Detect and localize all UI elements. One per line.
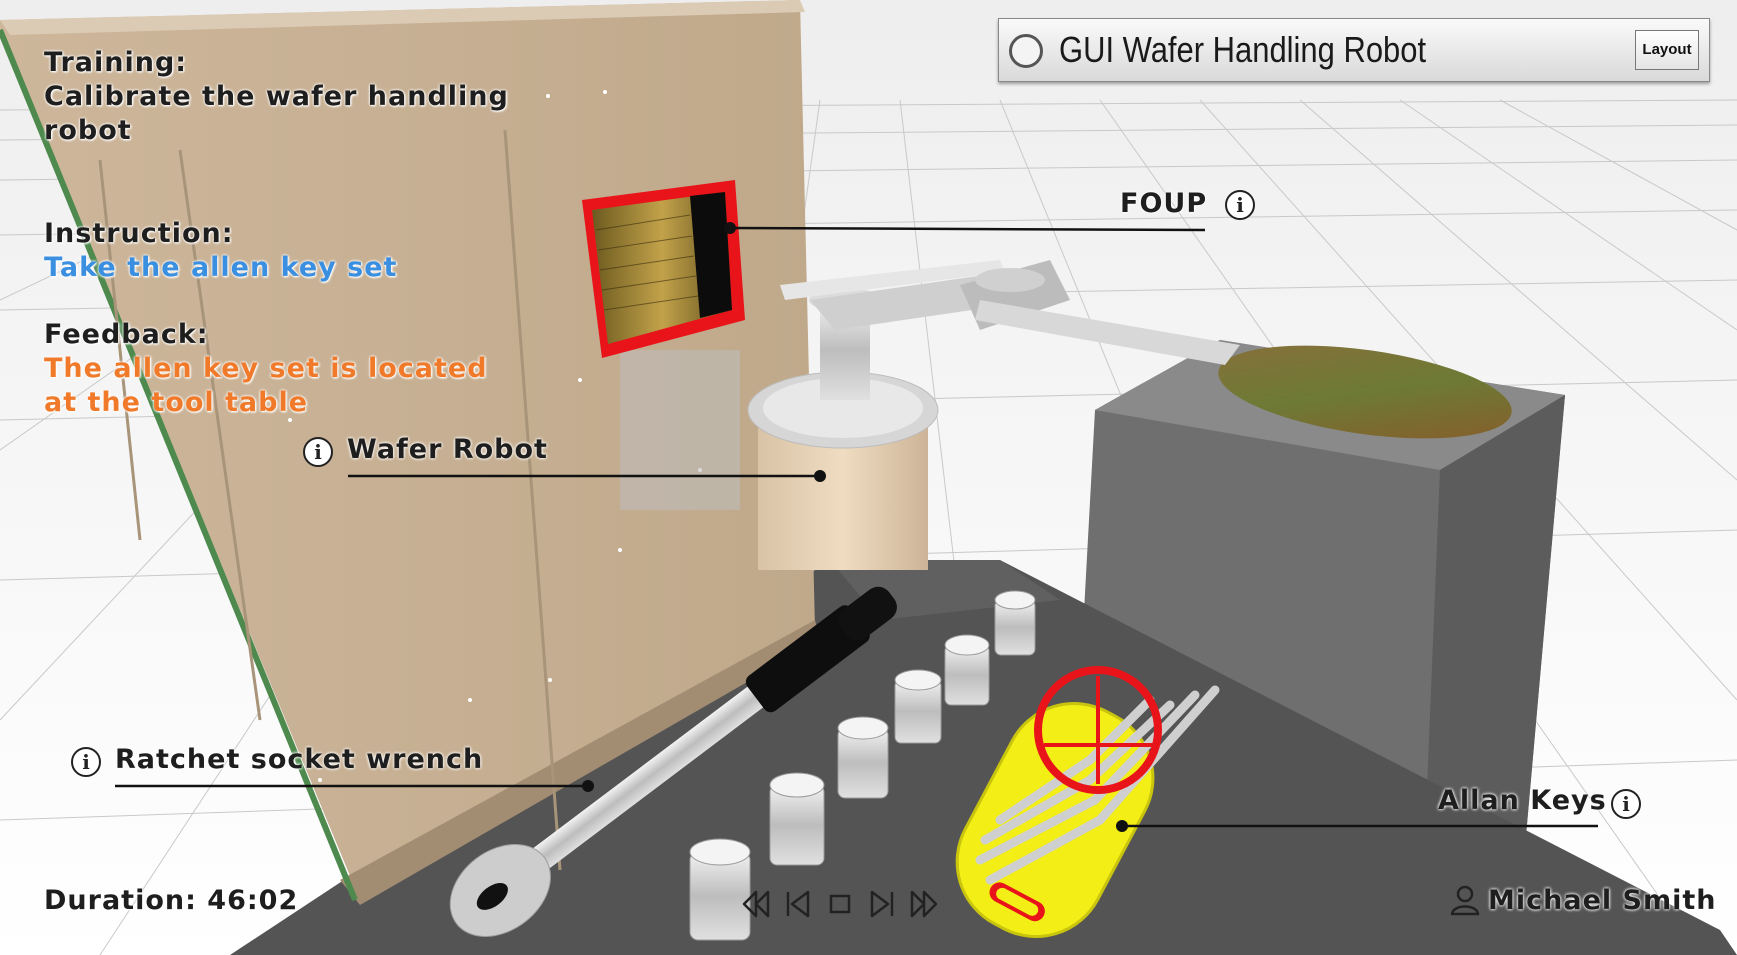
wafer-robot-label: Wafer Robot (347, 434, 548, 465)
training-text-line1: Calibrate the wafer handling (44, 81, 509, 112)
foup-label: FOUP (1120, 188, 1208, 219)
foup-info-icon[interactable]: i (1225, 190, 1255, 220)
user-name: Michael Smith (1488, 884, 1717, 916)
feedback-text-line1: The allen key set is located (44, 353, 488, 384)
duration-readout: Duration: 46:02 (44, 885, 299, 916)
training-text-line2: robot (44, 115, 132, 146)
allan-keys-info-icon[interactable]: i (1611, 789, 1641, 819)
instruction-panel: Instruction: Take the allen key set (44, 217, 397, 285)
instruction-text: Take the allen key set (44, 252, 398, 283)
layout-button[interactable]: Layout (1635, 30, 1699, 70)
title-bar: GUI Wafer Handling Robot Layout (998, 18, 1710, 82)
user-area: Michael Smith (1450, 884, 1717, 916)
media-controls (738, 886, 942, 922)
feedback-panel: Feedback: The allen key set is located a… (44, 318, 488, 420)
stop-icon[interactable] (822, 886, 858, 922)
ratchet-label: Ratchet socket wrench (115, 744, 484, 775)
instruction-heading: Instruction: (44, 218, 234, 249)
rewind-icon[interactable] (738, 886, 774, 922)
allan-keys-label: Allan Keys (1438, 785, 1607, 816)
feedback-heading: Feedback: (44, 319, 209, 350)
wafer-robot-info-icon[interactable]: i (303, 437, 333, 467)
window-title: GUI Wafer Handling Robot (1059, 29, 1427, 70)
ratchet-info-icon[interactable]: i (71, 747, 101, 777)
target-crosshair (1034, 666, 1162, 794)
skip-back-icon[interactable] (780, 886, 816, 922)
skip-forward-icon[interactable] (864, 886, 900, 922)
training-panel: Training: Calibrate the wafer handling r… (44, 46, 509, 148)
fast-forward-icon[interactable] (906, 886, 942, 922)
user-icon (1450, 885, 1480, 916)
status-circle-icon[interactable] (1009, 34, 1043, 68)
feedback-text-line2: at the tool table (44, 387, 309, 418)
training-heading: Training: (44, 47, 188, 78)
